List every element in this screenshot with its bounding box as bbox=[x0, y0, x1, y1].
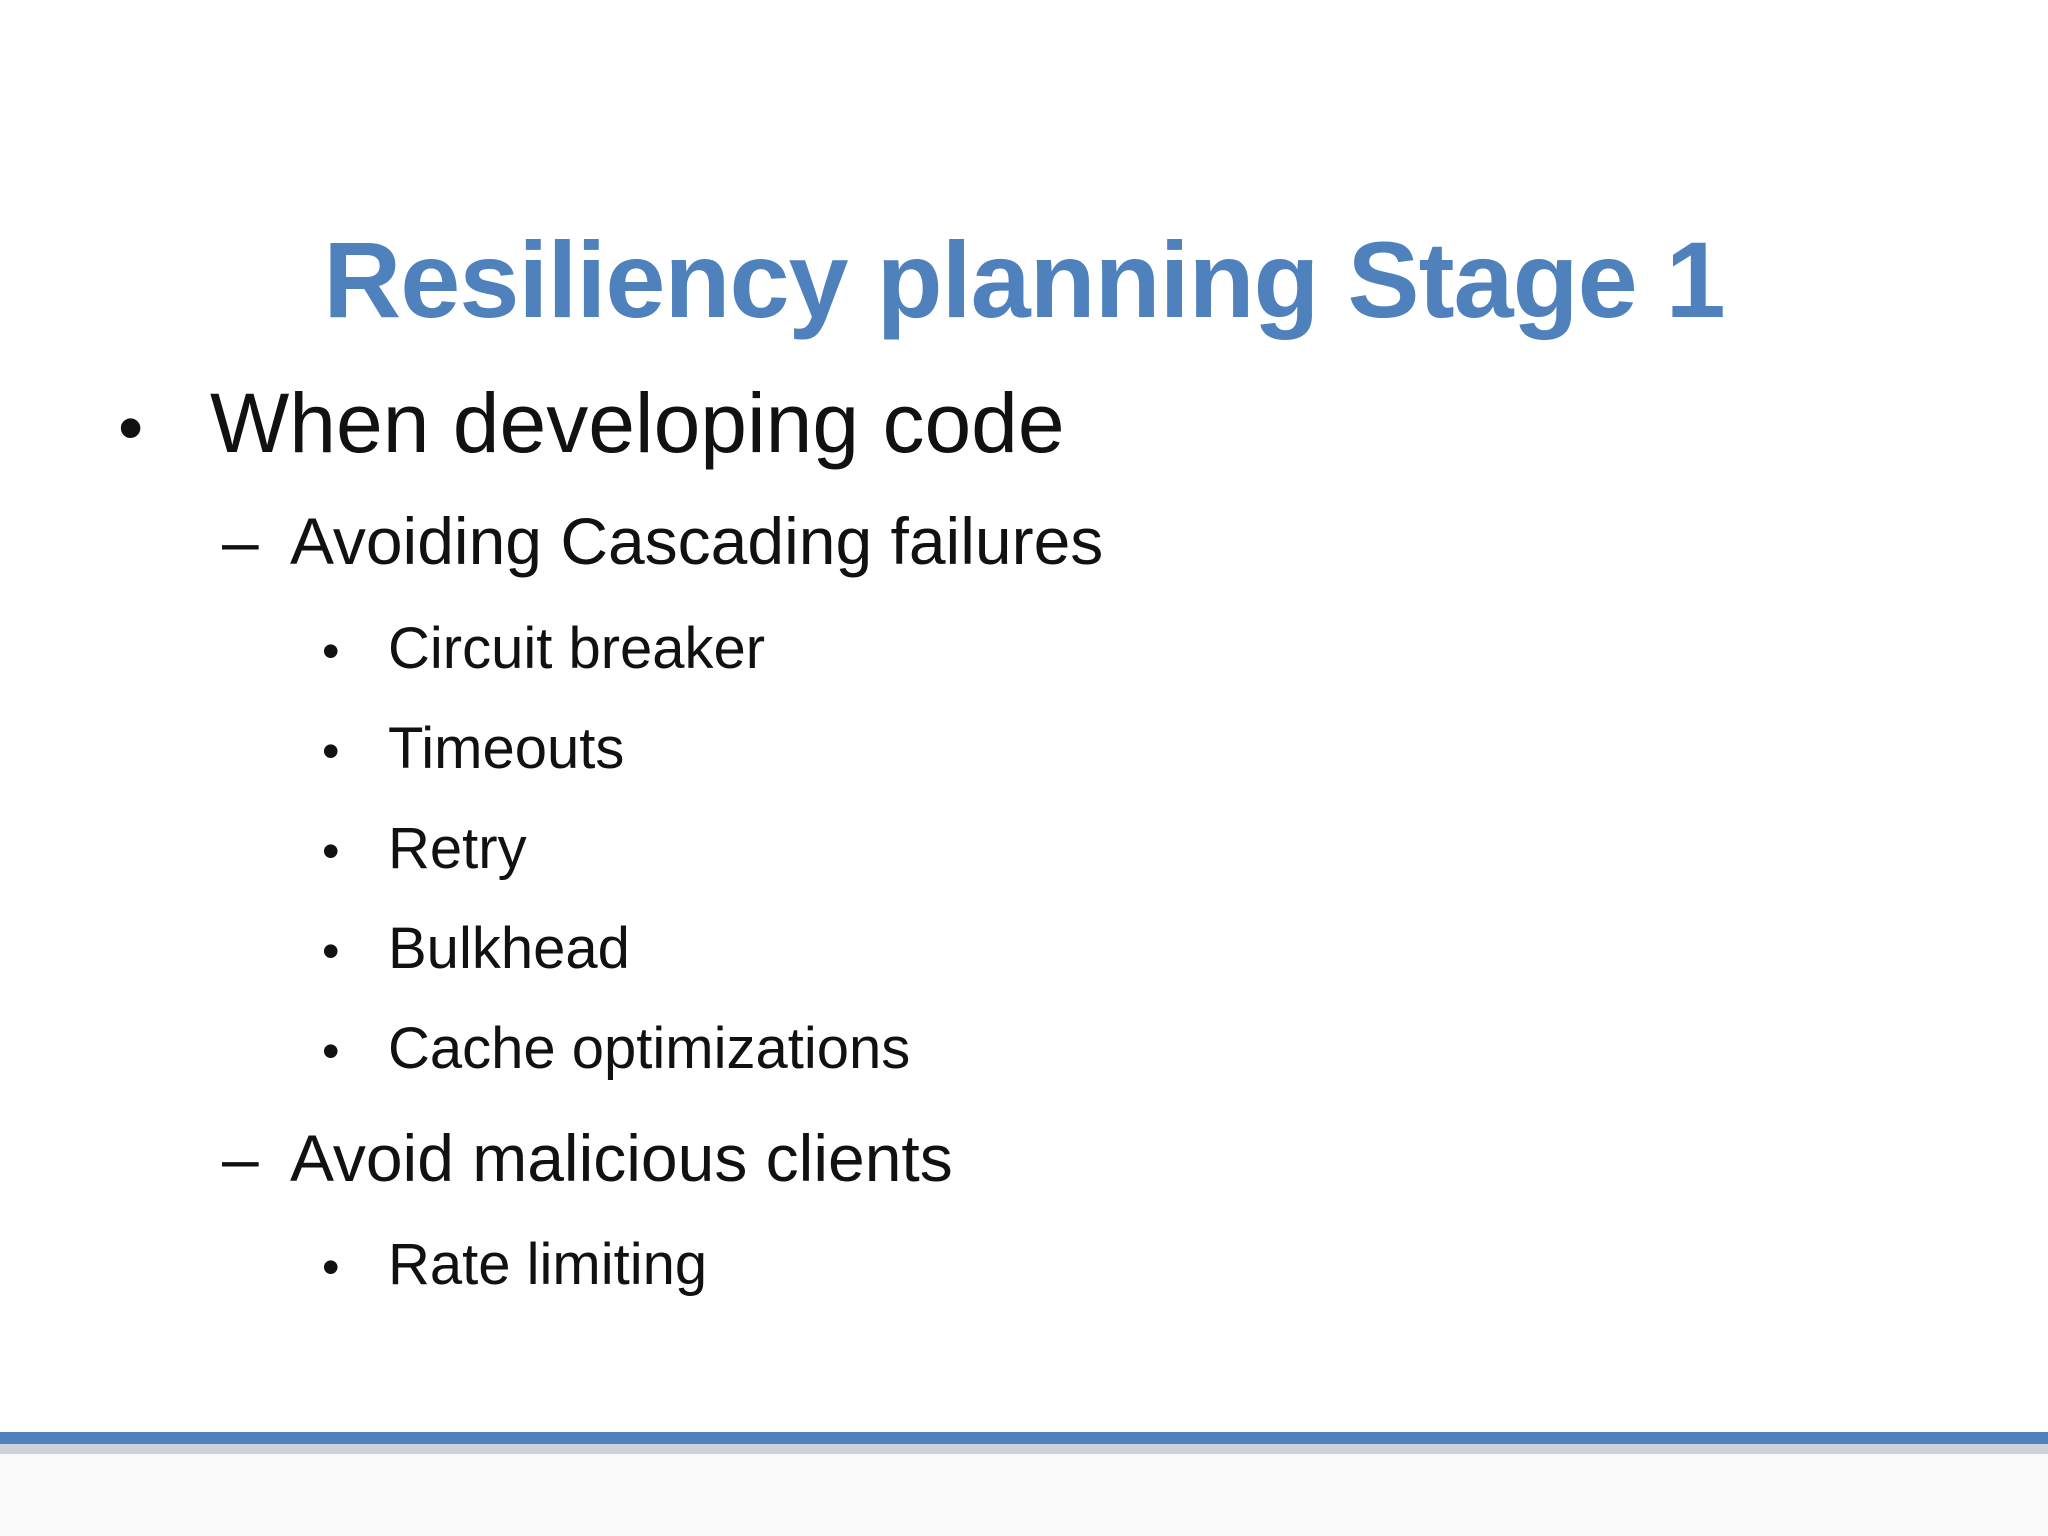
bullet-item-level2: – Avoid malicious clients bbox=[222, 1119, 953, 1198]
bullet-dot-icon: • bbox=[322, 723, 340, 779]
footer-strip bbox=[0, 1454, 2048, 1536]
bullet-text: Avoiding Cascading failures bbox=[290, 504, 1104, 578]
bullet-item-level3: • Bulkhead bbox=[322, 914, 630, 984]
bullet-dot-icon: • bbox=[322, 623, 340, 679]
bottom-accent-line bbox=[0, 1432, 2048, 1444]
bullet-text: Bulkhead bbox=[388, 916, 630, 981]
bullet-item-level3: • Circuit breaker bbox=[322, 614, 765, 684]
bullet-text: When developing code bbox=[210, 376, 1065, 470]
bullet-text: Avoid malicious clients bbox=[290, 1121, 953, 1195]
bullet-item-level3: • Rate limiting bbox=[322, 1230, 707, 1300]
bullet-item-level1: • When developing code bbox=[118, 373, 1065, 474]
bullet-dot-icon: • bbox=[322, 823, 340, 879]
bottom-shadow-line bbox=[0, 1444, 2048, 1454]
slide-title: Resiliency planning Stage 1 bbox=[323, 219, 1725, 341]
bullet-dot-icon: • bbox=[322, 923, 340, 979]
bullet-item-level2: – Avoiding Cascading failures bbox=[222, 502, 1103, 581]
bullet-dot-icon: • bbox=[322, 1023, 340, 1079]
bullet-dot-icon: • bbox=[322, 1239, 340, 1295]
bullet-dot-icon: • bbox=[118, 388, 144, 468]
bullet-text: Retry bbox=[388, 816, 527, 881]
bullet-text: Rate limiting bbox=[388, 1232, 708, 1297]
dash-icon: – bbox=[222, 1121, 259, 1195]
dash-icon: – bbox=[222, 504, 259, 578]
bullet-item-level3: • Cache optimizations bbox=[322, 1014, 910, 1084]
bullet-text: Cache optimizations bbox=[388, 1016, 911, 1081]
bullet-text: Timeouts bbox=[388, 716, 625, 781]
bullet-item-level3: • Timeouts bbox=[322, 714, 624, 784]
bullet-item-level3: • Retry bbox=[322, 814, 527, 884]
bullet-text: Circuit breaker bbox=[388, 616, 766, 681]
